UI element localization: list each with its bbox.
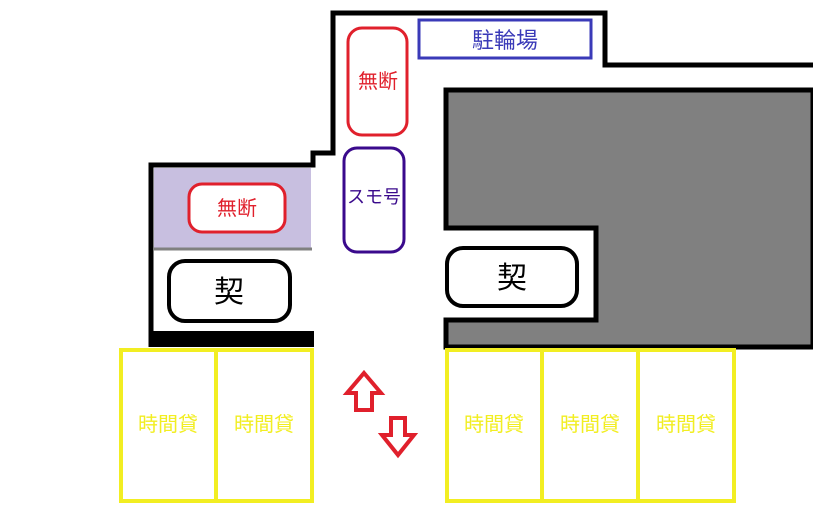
contract-left-box [167, 259, 292, 323]
contract-left-label: 契 [214, 275, 244, 310]
building-block [443, 87, 813, 350]
unauthorized-left-box [187, 182, 287, 234]
bicycle-parking-label: 駐輪場 [472, 29, 538, 54]
hourly-label-4: 時間貸 [560, 412, 620, 436]
unauthorized-top-box [346, 26, 409, 137]
hourly-space-1 [119, 348, 218, 503]
hourly-label-5: 時間貸 [656, 412, 716, 436]
unauthorized-left-label: 無断 [217, 196, 257, 220]
bicycle-parking-box [417, 18, 593, 60]
exit-arrow-down [377, 416, 419, 459]
contract-right-label: 契 [497, 261, 527, 296]
hourly-label-2: 時間貸 [234, 412, 294, 436]
unauthorized-top-label: 無断 [358, 69, 398, 93]
hourly-space-2 [214, 348, 314, 503]
contract-right-box [445, 246, 579, 308]
sumo-go-box [342, 146, 406, 254]
left-black-bar [151, 331, 314, 347]
entry-arrow-up [342, 369, 386, 412]
hourly-space-5 [636, 348, 736, 503]
hourly-label-3: 時間貸 [464, 412, 524, 436]
lot-outline [148, 10, 813, 347]
hourly-label-1: 時間貸 [138, 412, 198, 436]
sumo-go-label: スモ号 [347, 187, 401, 208]
